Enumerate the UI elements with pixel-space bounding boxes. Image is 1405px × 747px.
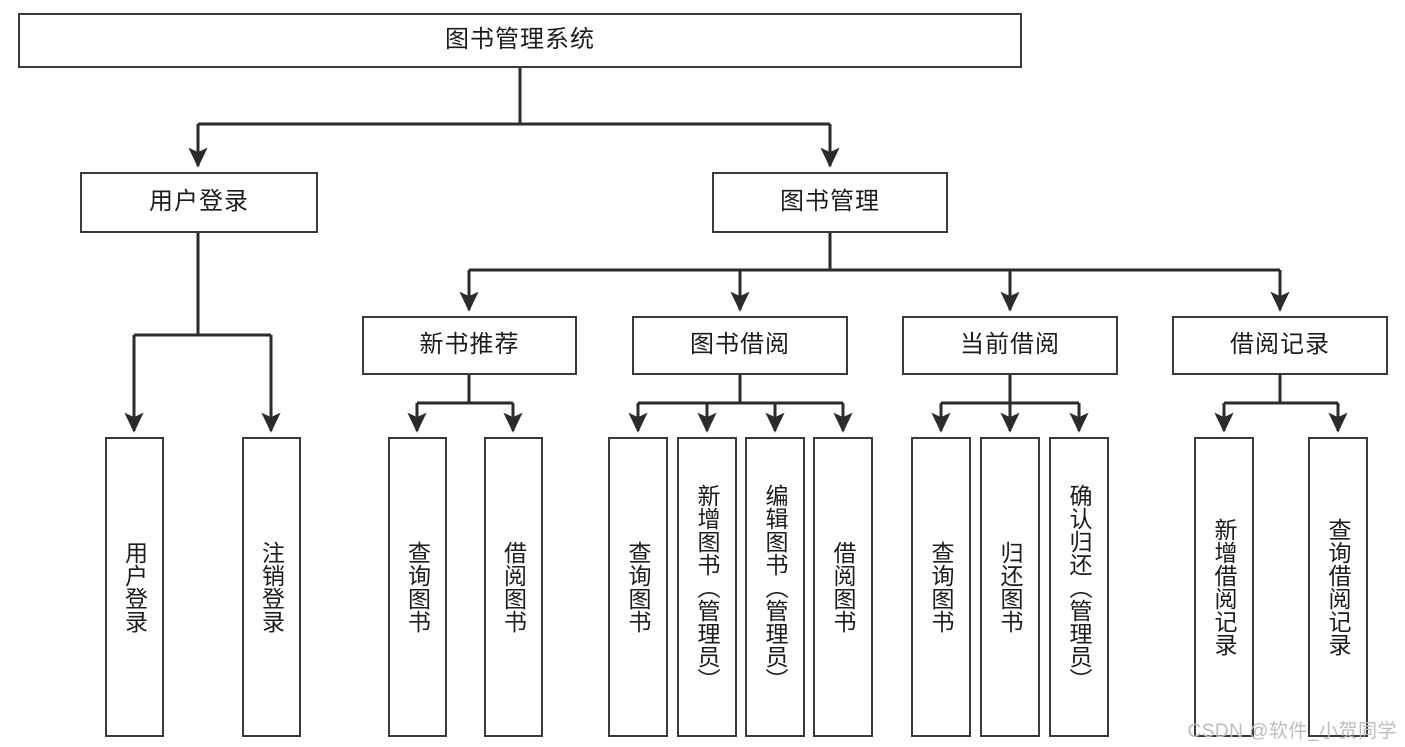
node-borrow-record[interactable]: 借阅记录 — [1172, 316, 1388, 375]
leaf-borrow-edit-book-admin-label: 编辑图书（管理员） — [762, 483, 789, 691]
leaf-borrow-add-book-admin-label: 新增图书（管理员） — [694, 483, 721, 691]
node-book-borrow-label: 图书借阅 — [690, 331, 790, 359]
leaf-new-book-query-label: 查询图书 — [404, 541, 431, 633]
node-book-management[interactable]: 图书管理 — [712, 172, 948, 233]
leaf-record-query-record[interactable]: 查询借阅记录 — [1308, 437, 1368, 737]
leaf-borrow-edit-book-admin[interactable]: 编辑图书（管理员） — [745, 437, 805, 737]
leaf-borrow-borrow-book[interactable]: 借阅图书 — [813, 437, 873, 737]
leaf-new-book-borrow[interactable]: 借阅图书 — [484, 437, 543, 737]
node-book-borrow[interactable]: 图书借阅 — [632, 316, 848, 375]
leaf-borrow-add-book-admin[interactable]: 新增图书（管理员） — [677, 437, 737, 737]
node-book-management-label: 图书管理 — [780, 188, 880, 216]
node-new-book-recommend[interactable]: 新书推荐 — [362, 316, 577, 375]
leaf-current-return-book-label: 归还图书 — [997, 541, 1024, 633]
node-user-login-label: 用户登录 — [149, 188, 249, 216]
leaf-record-query-record-label: 查询借阅记录 — [1325, 518, 1352, 656]
node-root-system-label: 图书管理系统 — [445, 26, 595, 54]
csdn-watermark: CSDN @软件_小贺同学 — [1187, 721, 1397, 742]
leaf-new-book-query[interactable]: 查询图书 — [388, 437, 447, 737]
node-root-system[interactable]: 图书管理系统 — [18, 13, 1022, 68]
leaf-current-confirm-return-admin[interactable]: 确认归还（管理员） — [1049, 437, 1109, 737]
leaf-current-query-book-label: 查询图书 — [928, 541, 955, 633]
leaf-new-book-borrow-label: 借阅图书 — [500, 541, 527, 633]
leaf-borrow-query-book-label: 查询图书 — [625, 541, 652, 633]
leaf-current-confirm-return-admin-label: 确认归还（管理员） — [1066, 483, 1093, 691]
node-borrow-record-label: 借阅记录 — [1230, 331, 1330, 359]
leaf-current-return-book[interactable]: 归还图书 — [980, 437, 1040, 737]
leaf-user-login-logout-label: 注销登录 — [258, 541, 285, 633]
leaf-user-login-login[interactable]: 用户登录 — [105, 437, 164, 737]
node-current-borrow-label: 当前借阅 — [960, 331, 1060, 359]
leaf-record-add-record[interactable]: 新增借阅记录 — [1194, 437, 1254, 737]
leaf-user-login-login-label: 用户登录 — [121, 541, 148, 633]
leaf-borrow-query-book[interactable]: 查询图书 — [608, 437, 668, 737]
node-new-book-recommend-label: 新书推荐 — [419, 331, 520, 359]
leaf-user-login-logout[interactable]: 注销登录 — [242, 437, 301, 737]
node-user-login[interactable]: 用户登录 — [80, 172, 318, 233]
node-current-borrow[interactable]: 当前借阅 — [902, 316, 1118, 375]
leaf-current-query-book[interactable]: 查询图书 — [911, 437, 971, 737]
leaf-record-add-record-label: 新增借阅记录 — [1211, 518, 1238, 656]
leaf-borrow-borrow-book-label: 借阅图书 — [830, 541, 857, 633]
